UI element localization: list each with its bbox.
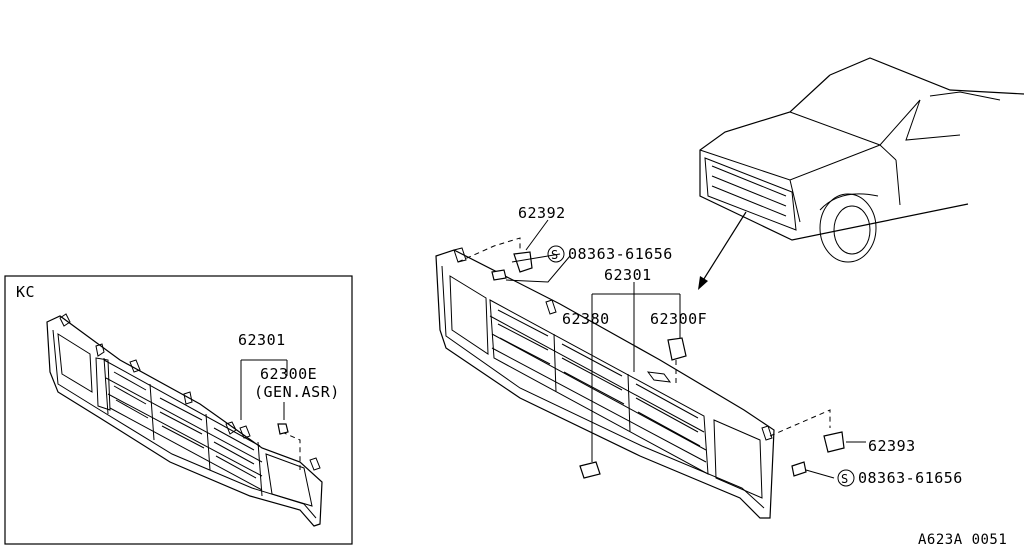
screw-symbol-right: S [841,472,849,486]
callout-arrow [701,211,747,283]
inset-emblem-part [277,423,289,435]
inset-label: KC [16,283,35,301]
inset-grille-drawing [46,313,323,527]
inset-part-emblem: 62300E [260,365,317,383]
screw-symbol-icon [837,469,855,487]
part-bracket-right: 62393 [868,437,916,455]
arrow-head-icon [698,276,708,290]
emblem-part [667,337,687,361]
screw-symbol-left: S [551,248,559,262]
inset-panel: KC [4,275,353,545]
inset-part-emblem-note: (GEN.ASR) [254,383,340,401]
screw-left-part [491,269,507,281]
diagram-reference-code: A623A 0051 [918,532,1007,548]
bracket-right-part [823,431,845,453]
main-grille-drawing [435,247,775,519]
screw-right-part [791,461,807,477]
screw-symbol-icon [547,245,565,263]
part-grille: 62301 [604,266,652,284]
part-emblem: 62300F [650,310,707,328]
inset-frame [4,275,353,545]
clip-part [579,461,601,479]
part-clip: 62380 [562,310,610,328]
part-bracket-left: 62392 [518,204,566,222]
bracket-left-part [513,251,533,273]
truck-illustration [699,57,1024,263]
part-screw-left: 08363-61656 [568,245,673,263]
part-screw-right: 08363-61656 [858,469,963,487]
inset-part-grille: 62301 [238,331,286,349]
